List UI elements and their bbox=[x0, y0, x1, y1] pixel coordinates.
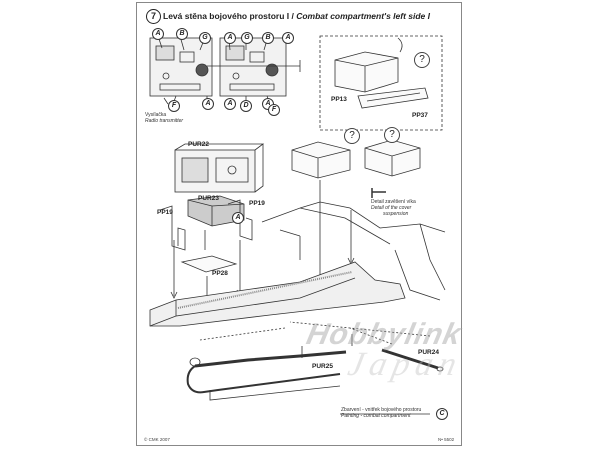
callout-c: C bbox=[436, 408, 448, 420]
callout-a-2: A bbox=[224, 32, 236, 44]
callout-f-1: F bbox=[168, 100, 180, 112]
part-pp13: PP13 bbox=[331, 96, 347, 103]
part-pur25: PUR25 bbox=[312, 363, 333, 370]
cover-detail-line3: suspension bbox=[383, 211, 409, 217]
question-mark-2: ? bbox=[344, 128, 360, 144]
callout-a-1: A bbox=[152, 28, 164, 40]
step-number: 7 bbox=[146, 9, 161, 24]
cover-detail-line2: Detail of the cover bbox=[371, 205, 412, 211]
page-title: Levá stěna bojového prostoru I / Combat … bbox=[163, 11, 430, 21]
callout-d: D bbox=[240, 100, 252, 112]
callout-f-2: F bbox=[268, 104, 280, 116]
radio-label-en: Radio transmitter bbox=[145, 118, 184, 124]
painting-line1: Zbarvení - vnitřek bojového prostoru bbox=[341, 407, 422, 413]
part-pp19-right: PP19 bbox=[249, 200, 265, 207]
callout-a-4: A bbox=[202, 98, 214, 110]
title-en: Combat compartment's left side I bbox=[296, 11, 430, 21]
footer-copyright: © CMK 2007 bbox=[144, 437, 170, 442]
callout-a-5: A bbox=[224, 98, 236, 110]
title-cz: Levá stěna bojového prostoru I / bbox=[163, 11, 297, 21]
callout-a-pur23: A bbox=[232, 212, 244, 224]
question-mark-1: ? bbox=[414, 52, 430, 68]
part-pur24: PUR24 bbox=[418, 349, 439, 356]
part-pp37: PP37 bbox=[412, 112, 428, 119]
cover-detail-note: Detail zavěšení víka Detail of the cover… bbox=[371, 199, 416, 217]
footer-sheet-code: N• 5502 bbox=[438, 437, 455, 442]
radio-label-cz: Vysílačka bbox=[145, 112, 167, 118]
callout-b-1: B bbox=[176, 28, 188, 40]
cover-detail-line1: Detail zavěšení víka bbox=[371, 199, 416, 205]
callout-g-2: G bbox=[241, 32, 253, 44]
callout-b-2: B bbox=[262, 32, 274, 44]
part-pp28: PP28 bbox=[212, 270, 228, 277]
callout-g-1: G bbox=[199, 32, 211, 44]
painting-line2: Painting - combat compartment bbox=[341, 413, 411, 419]
question-mark-3: ? bbox=[384, 127, 400, 143]
part-pur23: PUR23 bbox=[198, 195, 219, 202]
part-pp19-left: PP19 bbox=[157, 209, 173, 216]
callout-a-3: A bbox=[282, 32, 294, 44]
painting-legend: Zbarvení - vnitřek bojového prostoru Pai… bbox=[341, 407, 421, 419]
part-pur22: PUR22 bbox=[188, 141, 209, 148]
radio-label: Vysílačka Radio transmitter bbox=[145, 112, 183, 124]
